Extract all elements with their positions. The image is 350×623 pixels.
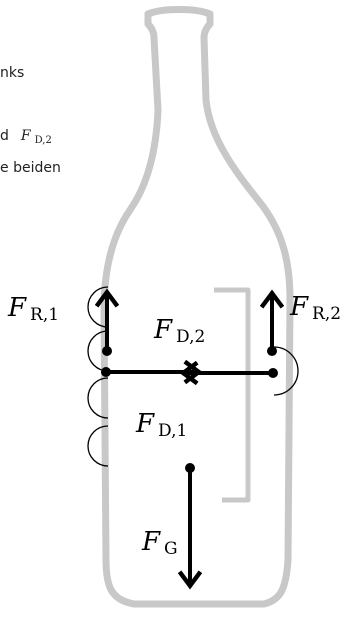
label-f-d2: F D,2 [153,315,205,347]
bottle-label-hook [214,287,251,503]
force-vectors [101,293,278,585]
text-fragments: nks d F D,2 e beiden [0,65,61,176]
point-f-r2 [267,346,277,356]
point-f-d1 [101,367,111,377]
point-f-g [185,463,195,473]
text-fragment-1: nks [0,65,24,81]
bottle [100,6,294,608]
text-fragment-3: e beiden [0,160,61,176]
point-f-r1 [102,346,112,356]
text-fragment-2: d F D,2 [0,127,52,146]
bubble-4 [87,425,109,467]
force-labels: F R,1 F R,2 F D,2 F D,1 F G [7,292,341,559]
bubble-3 [87,377,109,419]
bubble-right [273,346,299,396]
bottle-outline [100,6,294,608]
label-f-r1: F R,1 [7,293,59,325]
label-f-r2: F R,2 [289,292,341,324]
bubble-2 [87,330,109,372]
point-f-d2 [268,368,278,378]
label-f-d1: F D,1 [135,409,187,441]
bubbles [87,286,299,467]
label-f-g: F G [141,527,178,559]
